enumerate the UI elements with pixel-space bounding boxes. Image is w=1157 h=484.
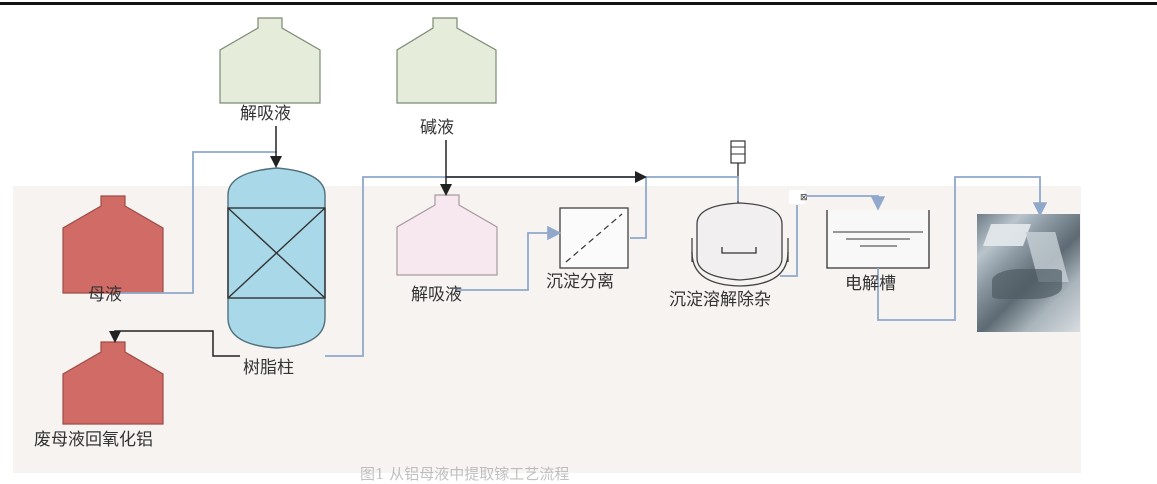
- waste-liquor-tank: [63, 342, 163, 424]
- label-precipitation-separation: 沉淀分离: [546, 272, 614, 292]
- resin-column: [228, 168, 325, 348]
- electrolytic-cell: [827, 210, 929, 268]
- alkali-tank: [397, 18, 496, 103]
- label-alkali: 碱液: [420, 118, 454, 138]
- dissolution-reactor: [692, 141, 788, 286]
- precipitation-separator: [560, 208, 628, 268]
- label-desorption-liquid: 解吸液: [411, 285, 462, 305]
- svg-text:⊠: ⊠: [800, 193, 808, 203]
- label-desorption-top: 解吸液: [240, 104, 291, 124]
- mother-liquor-tank: [63, 196, 163, 293]
- label-waste-liquor: 废母液回氧化铝: [34, 430, 153, 450]
- valve-icon: ⊠: [789, 190, 808, 204]
- gallium-product-photo: [977, 214, 1080, 332]
- figure-caption: 图1 从铝母液中提取镓工艺流程: [360, 463, 569, 484]
- desorption-liquid-tank: [397, 195, 497, 275]
- label-dissolve-purify: 沉淀溶解除杂: [669, 290, 771, 310]
- label-electrolytic-cell: 电解槽: [845, 274, 896, 294]
- desorption-tank-top: [220, 18, 320, 103]
- label-resin-column: 树脂柱: [243, 358, 294, 378]
- label-mother-liquor: 母液: [88, 285, 122, 305]
